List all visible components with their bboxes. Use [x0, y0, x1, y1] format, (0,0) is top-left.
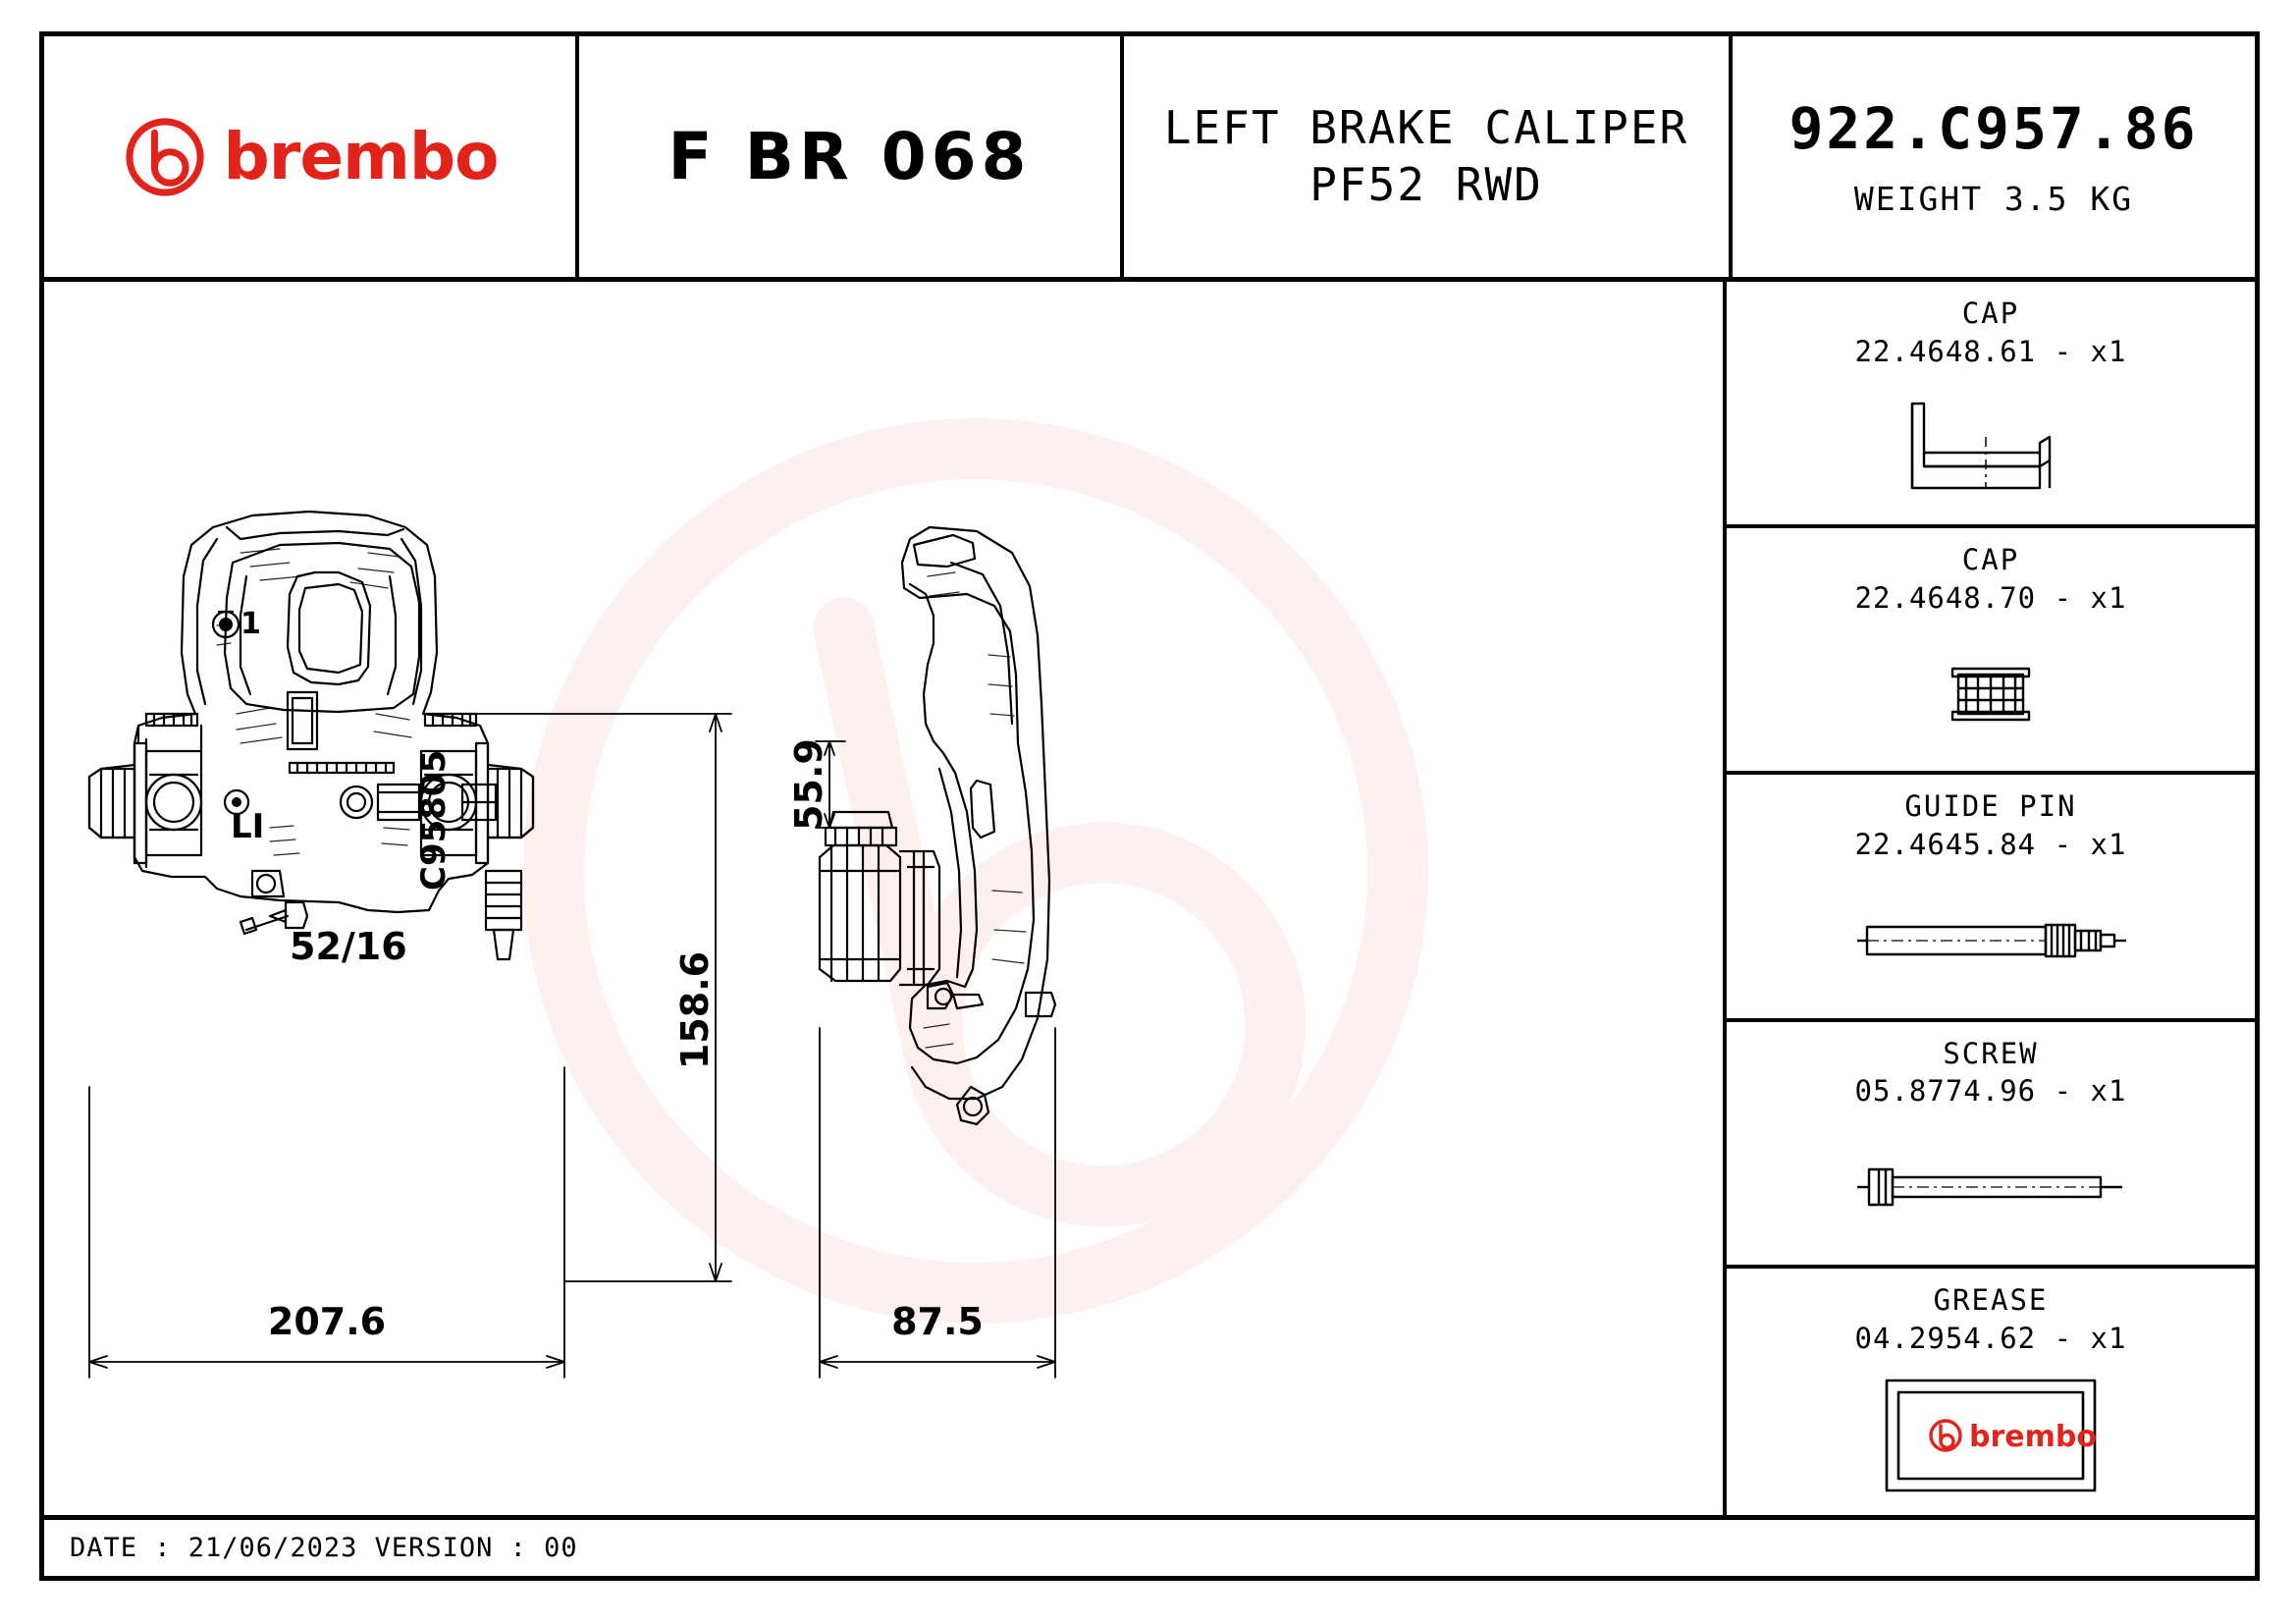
part-code-label: 04.2954.62 - x1 — [1854, 1321, 2127, 1355]
dimension-width-front: 207.6 — [268, 1300, 386, 1343]
part-item-cap-2[interactable]: CAP 22.4648.70 - x1 — [1727, 528, 2255, 776]
casting-code-marking: C95805 — [414, 750, 454, 891]
part-item-grease[interactable]: GREASE 04.2954.62 - x1 brembo — [1727, 1269, 2255, 1515]
description-line-2: PF52 RWD — [1309, 157, 1543, 211]
drawing-area: C95805 LI 52/16 1 — [44, 282, 1727, 1515]
part-number: 922.C957.86 — [1789, 95, 2199, 163]
weight-label: WEIGHT 3.5 KG — [1853, 179, 2134, 218]
description-line-1: LEFT BRAKE CALIPER — [1163, 101, 1689, 154]
guide-pin-icon — [1727, 864, 2255, 1017]
part-name-label: CAP — [1961, 543, 2020, 577]
dimension-width-side: 87.5 — [891, 1300, 984, 1343]
sheet-footer: DATE : 21/06/2023 VERSION : 00 — [44, 1515, 2255, 1576]
part-item-cap-1[interactable]: CAP 22.4648.61 - x1 — [1727, 282, 2255, 529]
part-number-cell: 922.C957.86 WEIGHT 3.5 KG — [1733, 36, 2255, 277]
side-marking: LI — [231, 807, 264, 846]
brand-logo-cell: brembo — [44, 36, 579, 277]
screw-icon — [1727, 1111, 2255, 1265]
part-code-label: 22.4645.84 - x1 — [1854, 828, 2127, 862]
description-cell: LEFT BRAKE CALIPER PF52 RWD — [1124, 36, 1733, 277]
cap-bracket-icon — [1727, 371, 2255, 524]
dimension-height-front: 158.6 — [673, 951, 717, 1069]
part-code-label: 22.4648.70 - x1 — [1854, 580, 2127, 615]
caliper-technical-drawing: C95805 LI 52/16 1 — [87, 510, 1057, 1379]
part-item-guide-pin[interactable]: GUIDE PIN 22.4645.84 - x1 — [1727, 775, 2255, 1022]
svg-text:brembo: brembo — [1969, 1420, 2097, 1454]
front-view — [87, 510, 535, 961]
part-name-label: GREASE — [1933, 1282, 2049, 1317]
grease-packet-icon: brembo — [1727, 1358, 2255, 1515]
brembo-logo-icon — [122, 114, 208, 200]
part-name-label: GUIDE PIN — [1904, 789, 2077, 824]
dimension-height-side: 55.9 — [787, 738, 830, 831]
part-name-label: CAP — [1961, 297, 2020, 330]
parts-list: CAP 22.4648.61 - x1 — [1727, 282, 2255, 1515]
drawing-sheet: brembo F BR 068 LEFT BRAKE CALIPER PF52 … — [39, 31, 2260, 1581]
side-view — [818, 525, 1057, 1126]
part-code: F BR 068 — [667, 119, 1032, 194]
cap-cylinder-icon — [1727, 618, 2255, 771]
part-item-screw[interactable]: SCREW 05.8774.96 - x1 — [1727, 1022, 2255, 1269]
title-block-header: brembo F BR 068 LEFT BRAKE CALIPER PF52 … — [44, 36, 2255, 282]
part-code-label: 05.8774.96 - x1 — [1854, 1074, 2127, 1109]
date-version-label: DATE : 21/06/2023 VERSION : 00 — [70, 1533, 578, 1563]
bore-marking: 52/16 — [290, 925, 407, 968]
part-code-label: 22.4648.61 - x1 — [1854, 334, 2127, 368]
part-code-cell: F BR 068 — [579, 36, 1124, 277]
dimension-annotations — [88, 713, 1056, 1379]
callout-1-marking: 1 — [240, 607, 261, 641]
part-name-label: SCREW — [1943, 1036, 2039, 1070]
brand-name: brembo — [223, 118, 500, 194]
